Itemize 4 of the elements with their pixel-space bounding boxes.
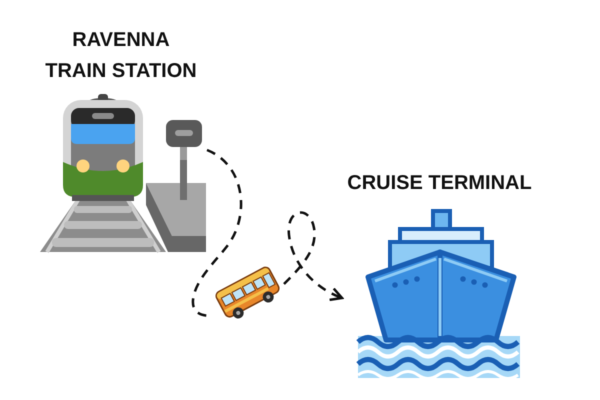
dashed-route-line: [192, 148, 242, 318]
terminal-heading: CRUISE TERMINAL: [346, 171, 533, 196]
station-heading: RAVENNA TRAIN STATION: [44, 28, 198, 84]
dashed-route-arrow: [283, 211, 344, 301]
